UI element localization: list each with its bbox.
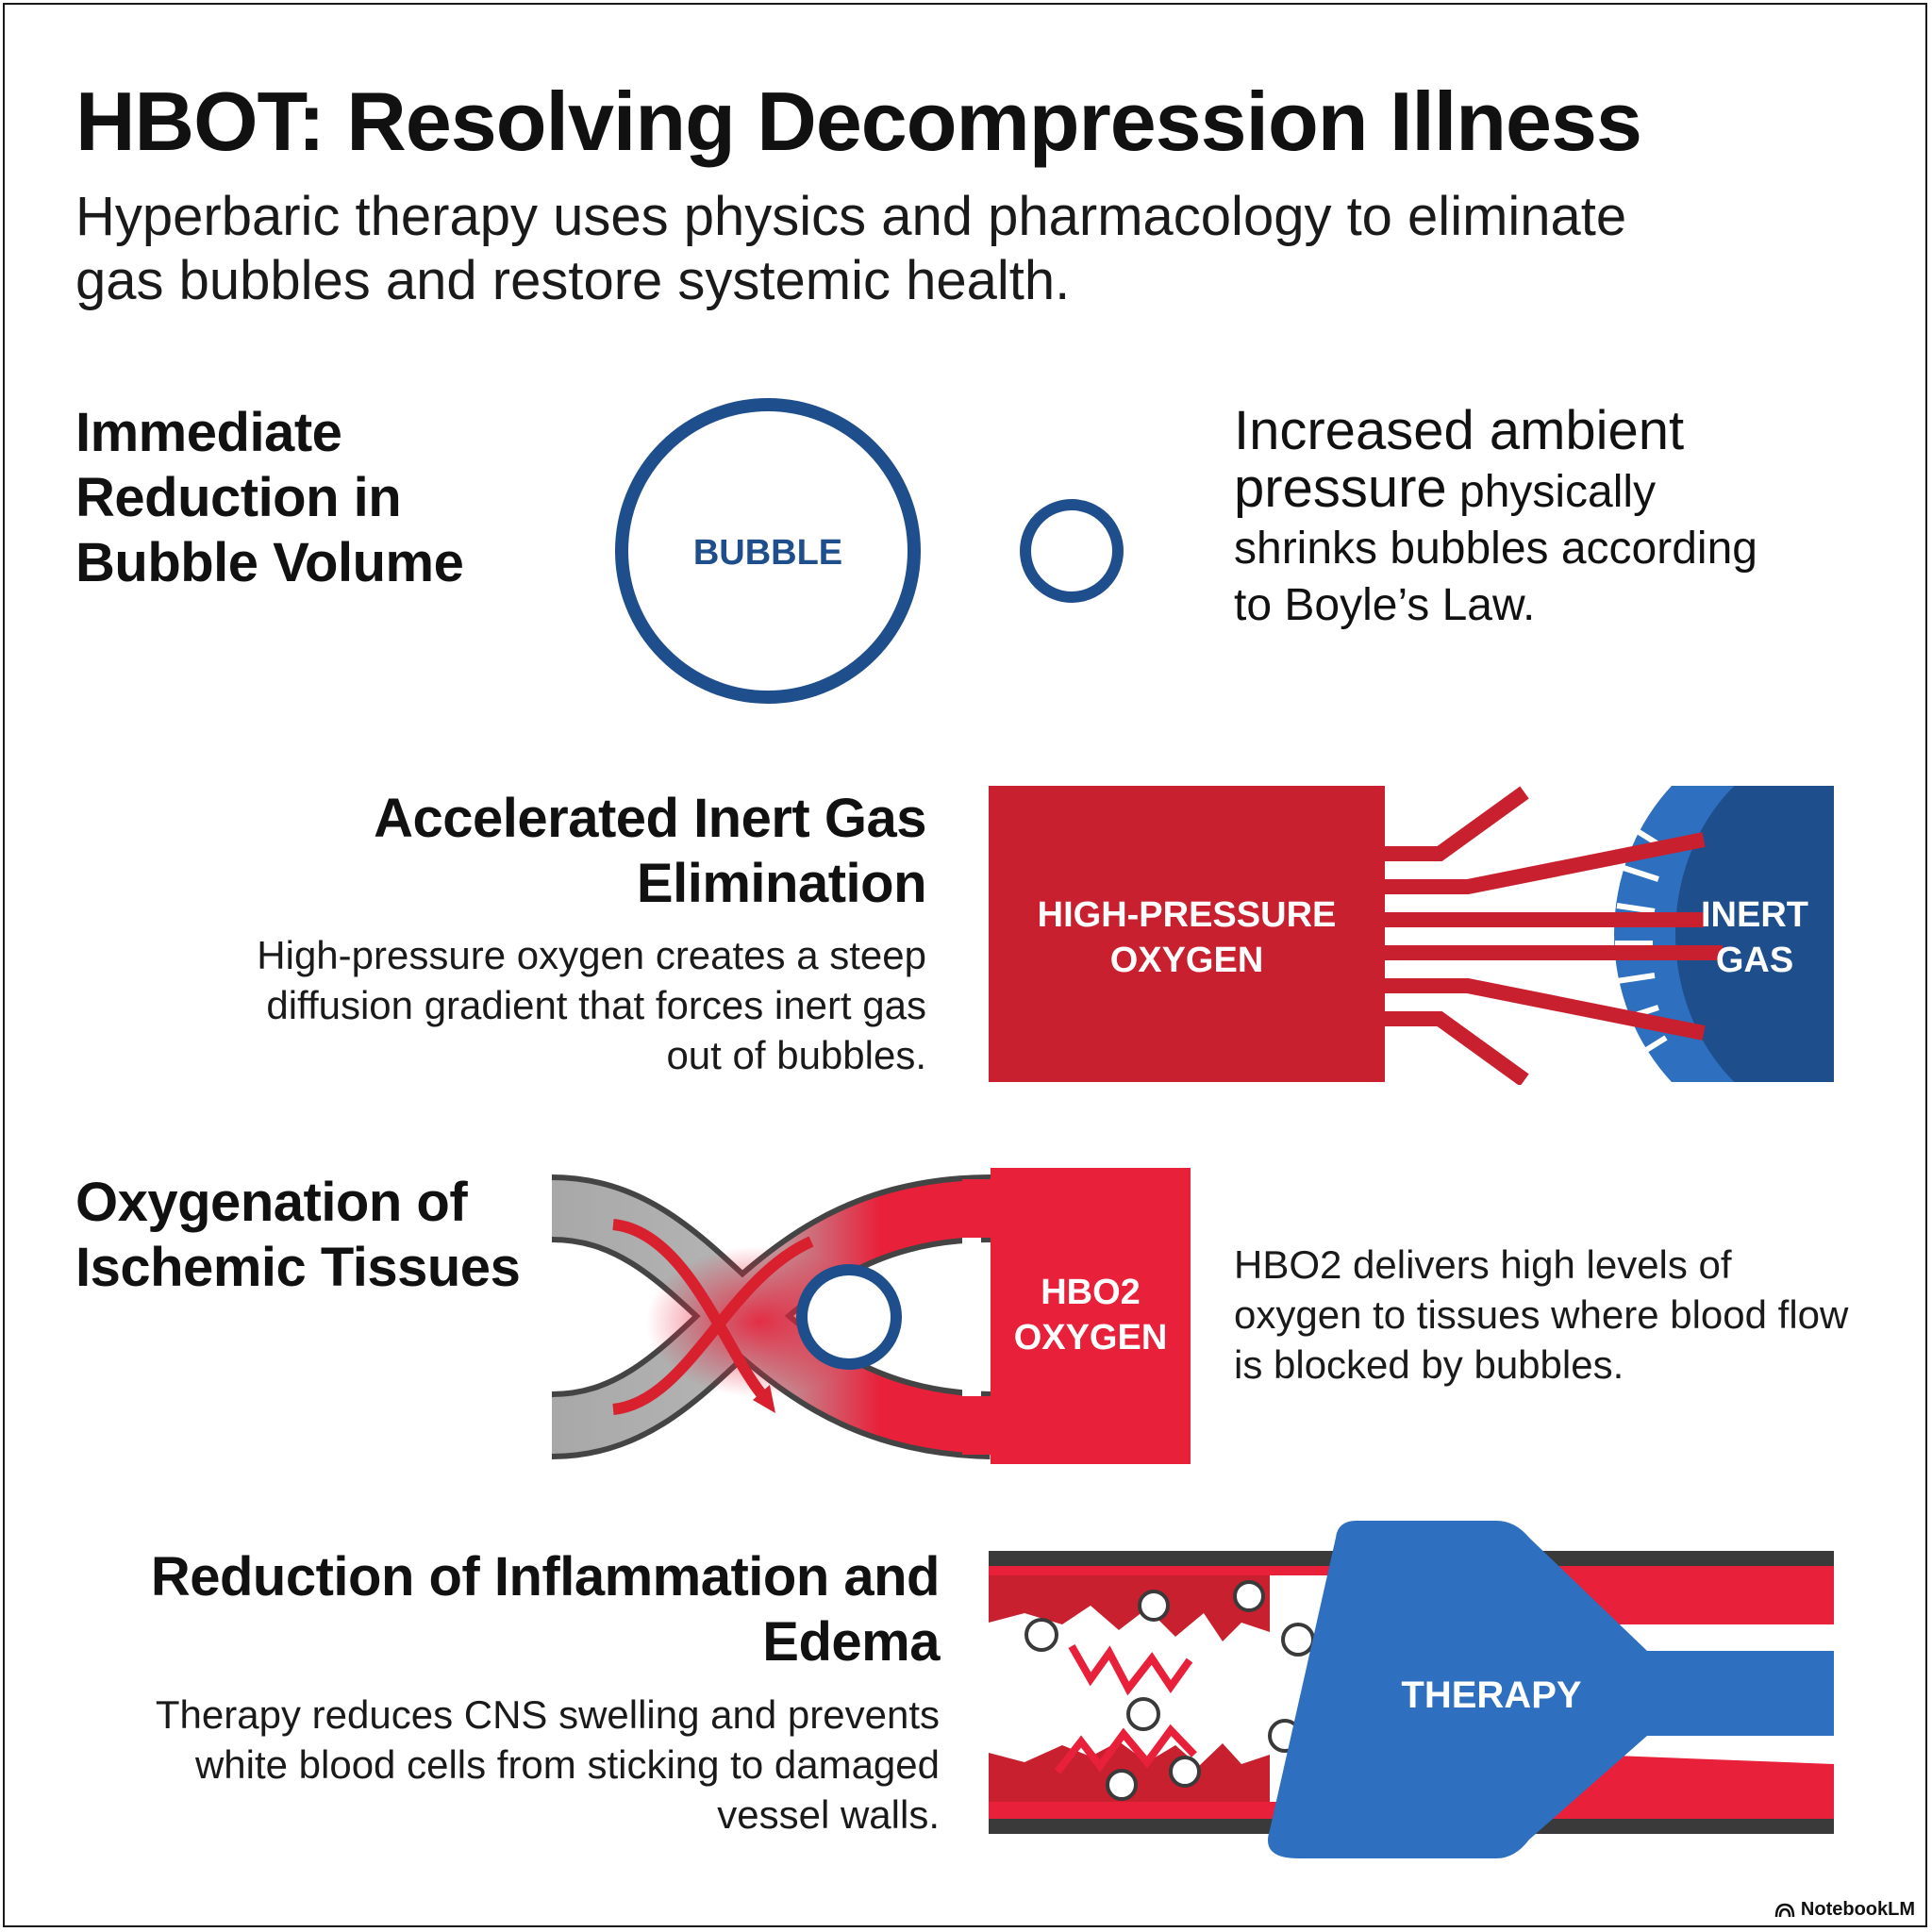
gas-elimination-figure: HIGH-PRESSURE OXYGEN INERT GAS [989, 786, 1834, 1085]
source-label-line-2: OXYGEN [1110, 941, 1264, 980]
inflammation-reduction-figure: THERAPY [989, 1521, 1834, 1858]
blocking-bubble [796, 1264, 902, 1370]
hbo2-oxygen-box [991, 1168, 1191, 1464]
bubble-shrink-figure: BUBBLE [615, 398, 1124, 704]
section-2-description: High-pressure oxygen creates a steep dif… [257, 933, 926, 1077]
bubble-label: BUBBLE [693, 533, 842, 573]
therapy-shape [1268, 1521, 1834, 1858]
ischemic-oxygenation-figure: HBO2 OXYGEN [550, 1168, 1191, 1464]
page-frame [3, 3, 1927, 1927]
section-3-heading: Oxygenation of Ischemic Tissues [75, 1172, 521, 1298]
page-subtitle: Hyperbaric therapy uses physics and phar… [75, 186, 1627, 311]
section-4-description: Therapy reduces CNS swelling and prevent… [155, 1692, 940, 1837]
source-label-line-1: HIGH-PRESSURE [1038, 895, 1337, 935]
target-label-line-2: GAS [1716, 941, 1793, 980]
target-label-line-1: INERT [1701, 895, 1808, 935]
section-4-heading: Reduction of Inflammation and Edema [150, 1546, 941, 1673]
brand-watermark: NotebookLM [1774, 1899, 1915, 1921]
small-bubble [1020, 499, 1124, 603]
section-1-description-rest: physically shrinks bubbles according to … [1234, 467, 1757, 630]
section-2-heading: Accelerated Inert Gas Elimination [374, 788, 926, 914]
therapy-label: THERAPY [1401, 1674, 1581, 1716]
page-title: HBOT: Resolving Decompression Illness [75, 75, 1642, 168]
brand-label: NotebookLM [1800, 1899, 1915, 1920]
high-pressure-oxygen-box [989, 786, 1385, 1082]
hbo2-label-line-2: OXYGEN [1014, 1318, 1168, 1357]
section-1-description: Increased ambient pressure physically sh… [1234, 402, 1762, 634]
section-1-heading: Immediate Reduction in Bubble Volume [75, 402, 464, 593]
section-3-description: HBO2 delivers high levels of oxygen to t… [1234, 1242, 1849, 1387]
notebooklm-logo-icon [1774, 1903, 1795, 1917]
hbo2-label-line-1: HBO2 [1041, 1273, 1141, 1312]
large-bubble [615, 398, 921, 704]
section-1-description-lead: Increased ambient pressure [1234, 400, 1685, 519]
inert-gas-core [1675, 786, 1834, 1082]
